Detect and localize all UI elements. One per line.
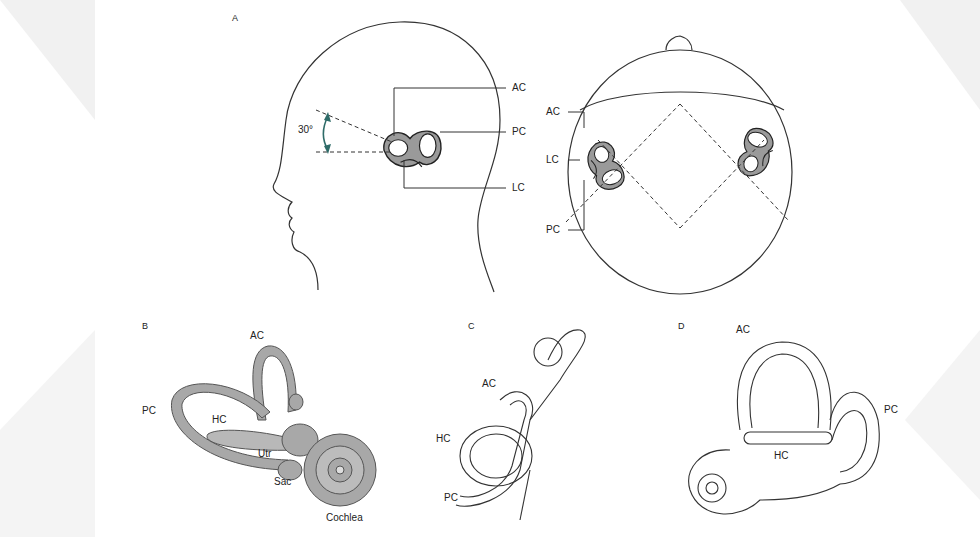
part-label: AC [482,378,496,390]
part-label: Sac [274,476,291,488]
part-label: PC [884,404,898,416]
part-label: AC [512,82,526,94]
panel-letter: D [678,320,685,332]
part-label: PC [142,405,156,417]
angle-label: 30° [298,124,313,136]
part-label: PC [444,492,458,504]
part-label: Utr [258,448,271,460]
panel-letter: C [468,320,475,332]
part-label: HC [212,414,226,426]
part-label: AC [736,324,750,336]
panel-letter: B [142,320,148,332]
part-label: AC [250,330,264,342]
part-label: PC [546,224,560,236]
part-label: HC [436,433,450,445]
part-label: HC [774,450,788,462]
part-label: AC [546,106,560,118]
part-label: Cochlea [326,512,363,524]
part-label: LC [512,182,525,194]
part-label: PC [512,126,526,138]
panel-letter: A [232,12,238,24]
part-label: LC [546,154,559,166]
